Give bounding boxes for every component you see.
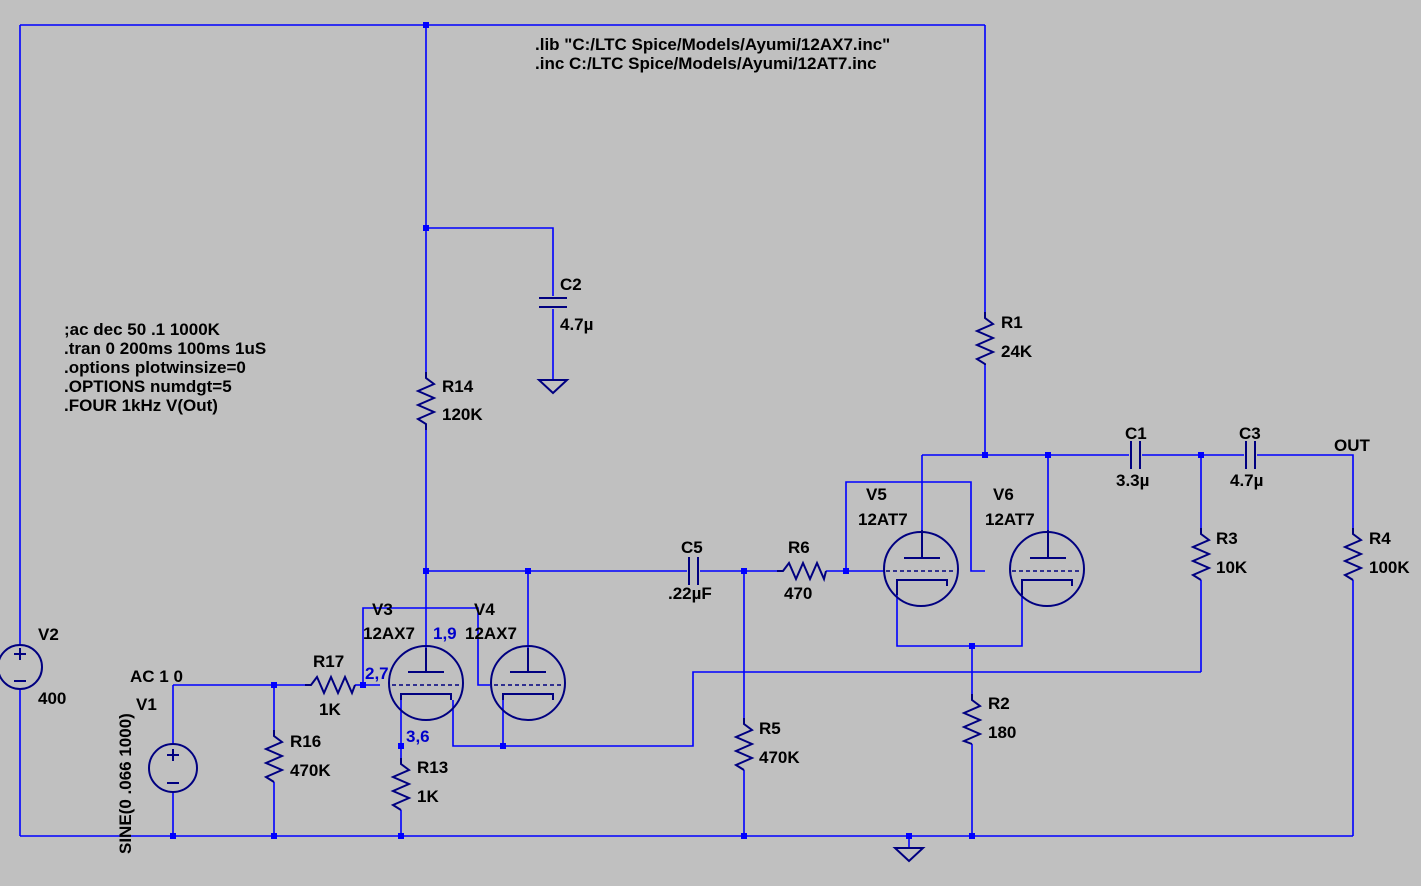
resistor-r6[interactable]: R6 470 [777,538,827,603]
v1-name: V1 [136,695,157,714]
resistor-r3[interactable]: R3 10K [1190,528,1248,581]
voltage-source-v1[interactable]: AC 1 0 V1 SINE(0 .066 1000) [116,667,198,854]
resistor-r4[interactable]: R4 100K [1342,528,1410,581]
r6-name: R6 [788,538,810,557]
r17-value: 1K [319,700,341,719]
triode-v3[interactable]: V3 12AX7 1,9 2,7 3,6 [363,600,464,746]
r5-value: 470K [759,748,800,767]
capacitor-c5[interactable]: C5 .22µF [668,538,712,603]
v3-cathode-pins: 3,6 [406,727,430,746]
v6-model: 12AT7 [985,510,1035,529]
triode-v4[interactable]: V4 12AX7 [465,600,566,721]
triode-v6[interactable]: V6 12AT7 [985,485,1085,607]
resistor-r17[interactable]: R17 1K [305,652,356,719]
v4-model: 12AX7 [465,624,517,643]
directive-lib: .lib "C:/LTC Spice/Models/Ayumi/12AX7.in… [535,35,890,54]
resistor-r5[interactable]: R5 470K [733,718,800,771]
c3-value: 4.7µ [1230,471,1263,490]
capacitor-c1[interactable]: C1 3.3µ [1116,424,1149,490]
r2-value: 180 [988,723,1016,742]
capacitor-c3[interactable]: C3 4.7µ [1230,424,1263,490]
r1-value: 24K [1001,342,1033,361]
v5-model: 12AT7 [858,510,908,529]
spice-directives-top: .lib "C:/LTC Spice/Models/Ayumi/12AX7.in… [535,35,890,73]
ground-icon [536,379,570,395]
c3-name: C3 [1239,424,1261,443]
directive-ac: ;ac dec 50 .1 1000K [64,320,221,339]
r3-value: 10K [1216,558,1248,577]
triode-v5[interactable]: V5 12AT7 [858,485,959,607]
v5-name: V5 [866,485,887,504]
v3-model: 12AX7 [363,624,415,643]
v4-name: V4 [474,600,495,619]
r1-name: R1 [1001,313,1023,332]
directive-tran: .tran 0 200ms 100ms 1uS [64,339,266,358]
ground-icon [892,847,926,863]
c5-value: .22µF [668,584,712,603]
r14-value: 120K [442,405,483,424]
v6-name: V6 [993,485,1014,504]
c5-name: C5 [681,538,703,557]
directive-four: .FOUR 1kHz V(Out) [64,396,218,415]
c2-name: C2 [560,275,582,294]
directive-numdgt: .OPTIONS numdgt=5 [64,377,232,396]
directive-inc: .inc C:/LTC Spice/Models/Ayumi/12AT7.inc [535,54,877,73]
r16-name: R16 [290,732,321,751]
junctions [170,22,1204,839]
resistor-r14[interactable]: R14 120K [415,372,483,430]
spice-directives-left: ;ac dec 50 .1 1000K .tran 0 200ms 100ms … [64,320,266,415]
v2-value: 400 [38,689,66,708]
c2-value: 4.7µ [560,315,593,334]
v2-name: V2 [38,625,59,644]
voltage-source-v2[interactable]: V2 400 [0,625,66,708]
v3-grid-pins: 2,7 [365,664,389,683]
v3-plate-pins: 1,9 [433,624,457,643]
resistor-r2[interactable]: R2 180 [961,694,1016,745]
wires [19,24,1354,848]
c1-name: C1 [1125,424,1147,443]
r17-name: R17 [313,652,344,671]
r3-name: R3 [1216,529,1238,548]
c1-value: 3.3µ [1116,471,1149,490]
r6-value: 470 [784,584,812,603]
net-label-out: OUT [1334,436,1371,455]
r13-name: R13 [417,758,448,777]
resistor-r13[interactable]: R13 1K [390,758,448,811]
r5-name: R5 [759,719,781,738]
v1-value: SINE(0 .066 1000) [116,713,135,854]
r13-value: 1K [417,787,439,806]
r2-name: R2 [988,694,1010,713]
r4-name: R4 [1369,529,1391,548]
resistor-r16[interactable]: R16 470K [263,730,331,783]
capacitor-c2[interactable]: C2 4.7µ [539,275,593,334]
resistor-r1[interactable]: R1 24K [974,312,1033,365]
v1-ac-directive: AC 1 0 [130,667,183,686]
v3-name: V3 [372,600,393,619]
r14-name: R14 [442,377,474,396]
r16-value: 470K [290,761,331,780]
directive-options: .options plotwinsize=0 [64,358,246,377]
r4-value: 100K [1369,558,1410,577]
